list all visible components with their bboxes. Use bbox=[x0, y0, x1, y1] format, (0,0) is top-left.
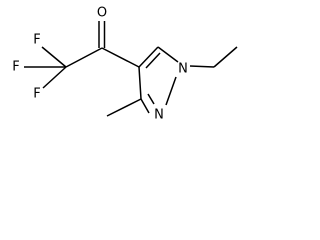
bond-c4-c5-inner bbox=[145, 52, 161, 69]
bond-c5-n1 bbox=[157, 46, 179, 63]
bond-n2-c3-inner bbox=[147, 93, 155, 105]
atom-oxygen: O bbox=[97, 6, 107, 21]
bond-c-f-bottom bbox=[42, 66, 67, 89]
chemical-structure: O F F F N N bbox=[12, 6, 238, 123]
atom-fluorine-left: F bbox=[12, 60, 19, 75]
bond-n2-c3 bbox=[140, 98, 150, 114]
atom-nitrogen-1: N bbox=[178, 62, 188, 77]
atom-fluorine-bottom: F bbox=[33, 87, 40, 102]
bonds bbox=[24, 21, 238, 117]
atom-labels: O F F F N N bbox=[12, 6, 188, 123]
bond-c3-c4 bbox=[138, 66, 142, 100]
bond-c4-c5 bbox=[138, 46, 159, 68]
bond-carbonyl-c4 bbox=[101, 47, 140, 68]
bond-n1-ethyl-ch2 bbox=[189, 65, 215, 68]
bond-ethyl-ch2-ch3 bbox=[213, 46, 238, 68]
bond-c3-methyl bbox=[106, 98, 142, 117]
atom-nitrogen-2: N bbox=[154, 108, 164, 123]
bond-cf3-carbonyl bbox=[65, 47, 103, 68]
bond-c-f-top bbox=[41, 46, 67, 68]
atom-fluorine-top: F bbox=[33, 33, 40, 48]
bond-n1-n2 bbox=[165, 76, 177, 106]
